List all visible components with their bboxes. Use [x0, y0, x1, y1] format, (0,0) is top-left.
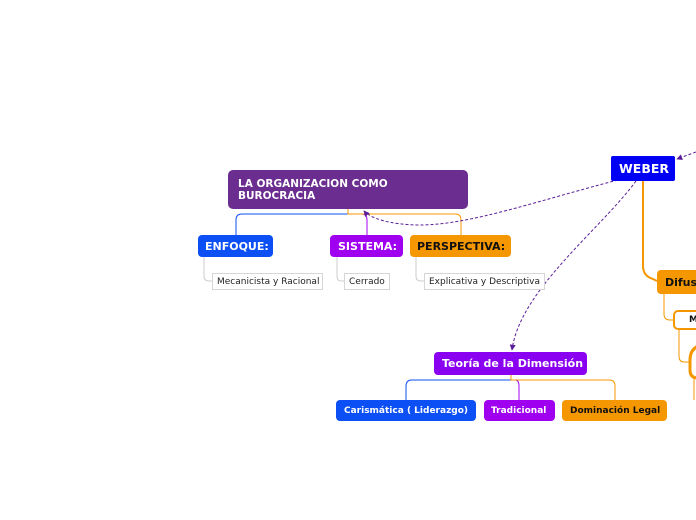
connector-difus-m — [663, 294, 673, 321]
connector-root-perspectiva — [347, 209, 462, 235]
topic-perspectiva[interactable]: PERSPECTIVA: — [410, 235, 511, 257]
topic-dominacion-legal[interactable]: Dominación Legal — [562, 400, 667, 421]
topic-sistema-label: SISTEMA: — [338, 239, 398, 253]
topic-sistema[interactable]: SISTEMA: — [330, 235, 403, 257]
connector-teoria-tradicional — [510, 375, 520, 400]
relation-weber-root — [363, 179, 619, 226]
subtopic-cerrado[interactable]: Cerrado — [344, 273, 390, 290]
topic-m[interactable]: M — [673, 310, 696, 330]
connector-root-sistema — [347, 209, 368, 235]
topic-weber-label: WEBER — [619, 161, 670, 176]
topic-tradicional[interactable]: Tradicional — [484, 400, 555, 421]
connector-perspectiva-leaf — [415, 257, 424, 282]
topic-carismatica-label: Carismática ( Liderazgo) — [344, 405, 469, 416]
topic-difus[interactable]: Difus — [657, 270, 696, 294]
connector-enfoque-leaf — [203, 257, 212, 282]
topic-m-label: M — [689, 315, 696, 325]
root-topic[interactable]: LA ORGANIZACION COMO BUROCRACIA — [228, 170, 468, 209]
subtopic-mecanicista-label: Mecanicista y Racional — [217, 276, 320, 287]
connector-root-enfoque — [235, 209, 349, 235]
topic-dominacion-legal-label: Dominación Legal — [570, 405, 661, 416]
topic-tradicional-label: Tradicional — [491, 405, 547, 416]
connector-teoria-legal — [510, 375, 616, 400]
topic-difus-label: Difus — [665, 275, 696, 289]
topic-perspectiva-label: PERSPECTIVA: — [417, 239, 506, 253]
topic-weber[interactable]: WEBER — [611, 156, 675, 181]
topic-enfoque[interactable]: ENFOQUE: — [198, 235, 273, 257]
topic-enfoque-label: ENFOQUE: — [205, 239, 269, 253]
topic-teoria-dimension-label: Teoría de la Dimensión — [442, 357, 584, 370]
subtopic-explicativa[interactable]: Explicativa y Descriptiva — [424, 273, 545, 290]
topic-teoria-dimension[interactable]: Teoría de la Dimensión — [434, 352, 587, 375]
connector-weber-difus — [642, 181, 658, 282]
topic-carismatica[interactable]: Carismática ( Liderazgo) — [336, 400, 476, 421]
subtopic-mecanicista[interactable]: Mecanicista y Racional — [212, 273, 323, 290]
subtopic-explicativa-label: Explicativa y Descriptiva — [429, 276, 540, 287]
root-topic-label: LA ORGANIZACION COMO BUROCRACIA — [238, 177, 388, 202]
partial-offscreen-node — [688, 345, 696, 380]
relation-weber-teoria — [509, 180, 637, 351]
connector-sistema-leaf — [336, 257, 344, 282]
subtopic-cerrado-label: Cerrado — [349, 276, 385, 287]
relation-offscreen-weber — [676, 151, 696, 161]
connector-teoria-carisma — [405, 375, 512, 400]
connector-difus-sub — [678, 330, 690, 363]
